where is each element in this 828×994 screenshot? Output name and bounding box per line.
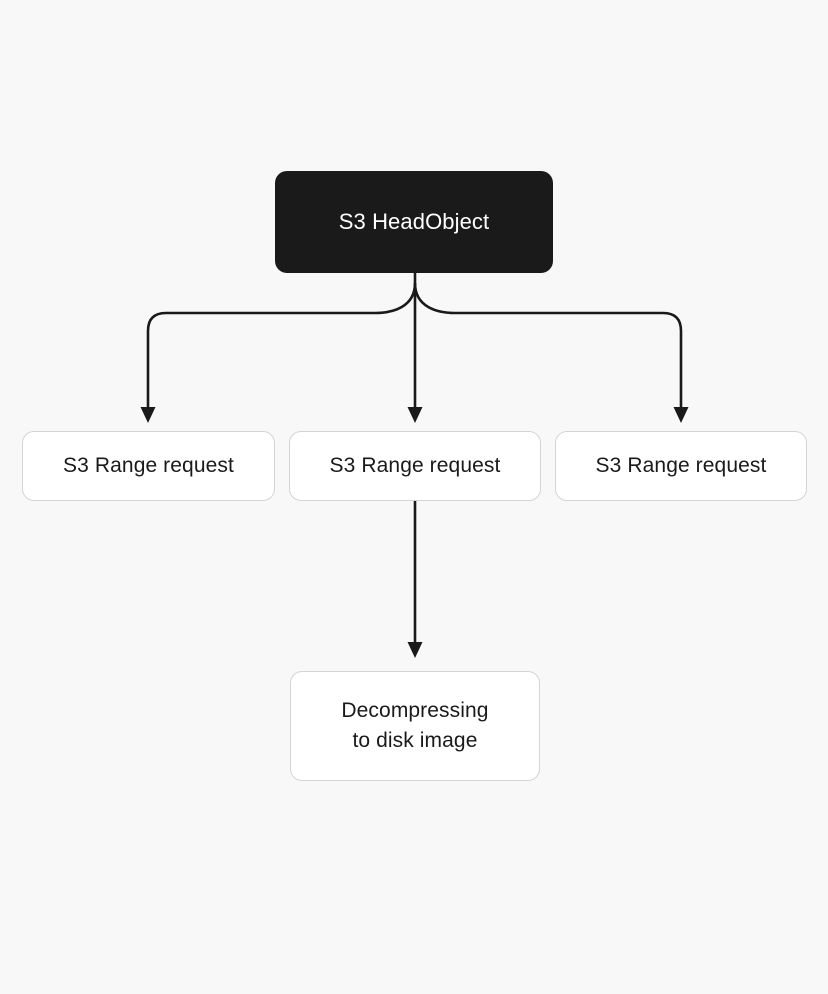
node-head-object-label: S3 HeadObject	[338, 209, 490, 235]
node-decompressing[interactable]: Decompressing to disk image	[290, 671, 540, 781]
edge-branch-right	[413, 282, 683, 407]
node-range-request-1-label: S3 Range request	[63, 453, 234, 477]
node-range-request-2[interactable]: S3 Range request	[289, 431, 541, 501]
arrowhead-middle	[407, 407, 423, 423]
arrowhead-decompressing	[407, 642, 423, 658]
node-head-object[interactable]: S3 HeadObject	[275, 171, 553, 273]
node-range-request-3-label: S3 Range request	[595, 453, 767, 477]
arrowhead-left	[140, 407, 156, 423]
node-decompressing-label: Decompressing to disk image	[341, 698, 489, 752]
node-range-request-1[interactable]: S3 Range request	[22, 431, 275, 501]
arrowhead-right	[673, 407, 689, 423]
node-range-request-2-label: S3 Range request	[329, 453, 501, 477]
node-range-request-3[interactable]: S3 Range request	[555, 431, 807, 501]
edge-branch-left	[146, 282, 417, 407]
